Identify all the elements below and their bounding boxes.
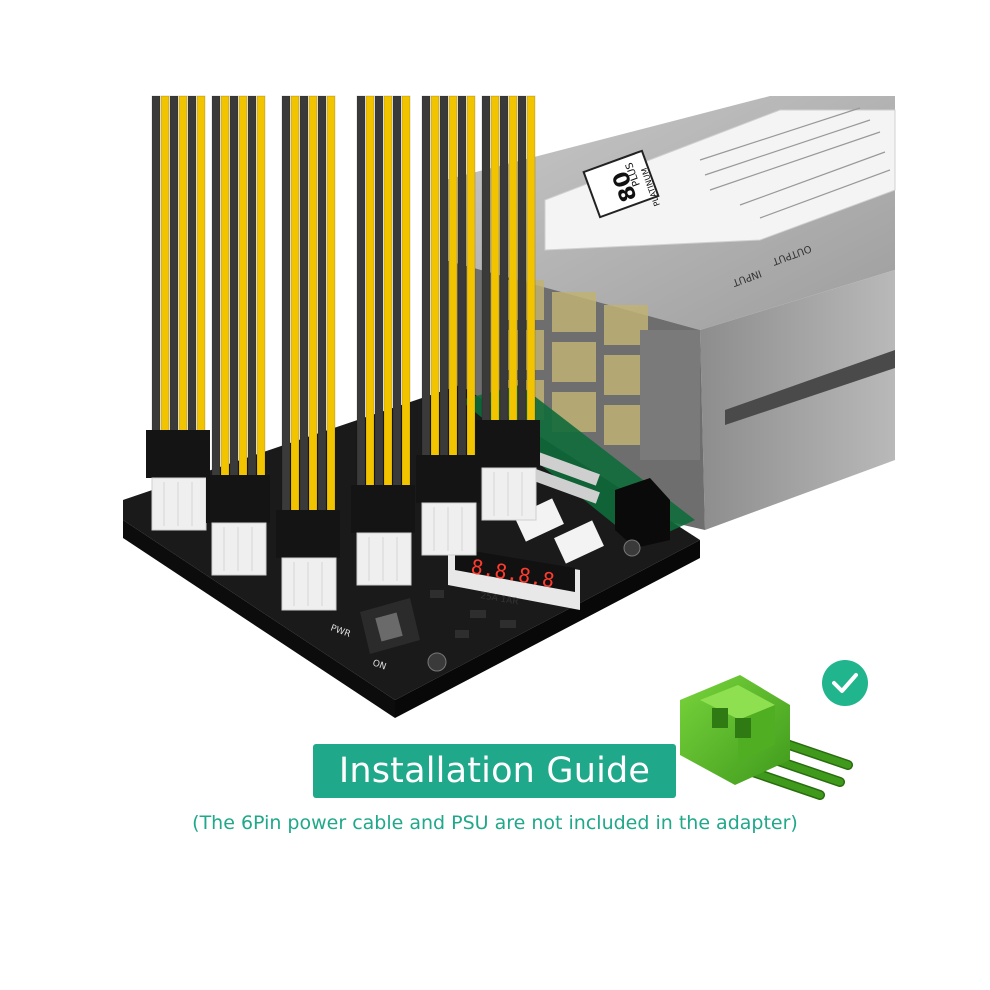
pcie-plug [206, 95, 270, 576]
guide-title: Installation Guide [338, 751, 651, 791]
on-label: ON [371, 658, 387, 672]
guide-note: (The 6Pin power cable and PSU are not in… [192, 812, 798, 834]
pcie-plug [351, 95, 415, 586]
pcie-cables [146, 95, 540, 611]
green-6pin-connector-icon [680, 675, 853, 800]
check-badge [822, 660, 868, 706]
led-display: 8.8.8.8 25A 1AR [448, 548, 580, 610]
installation-guide-banner: Installation Guide [313, 744, 676, 798]
power-switch [360, 598, 420, 654]
pcie-plug [476, 95, 540, 521]
pcie-plug [276, 95, 340, 611]
pcie-plug [416, 95, 480, 556]
check-icon [832, 673, 858, 693]
pcie-plug [146, 95, 210, 531]
